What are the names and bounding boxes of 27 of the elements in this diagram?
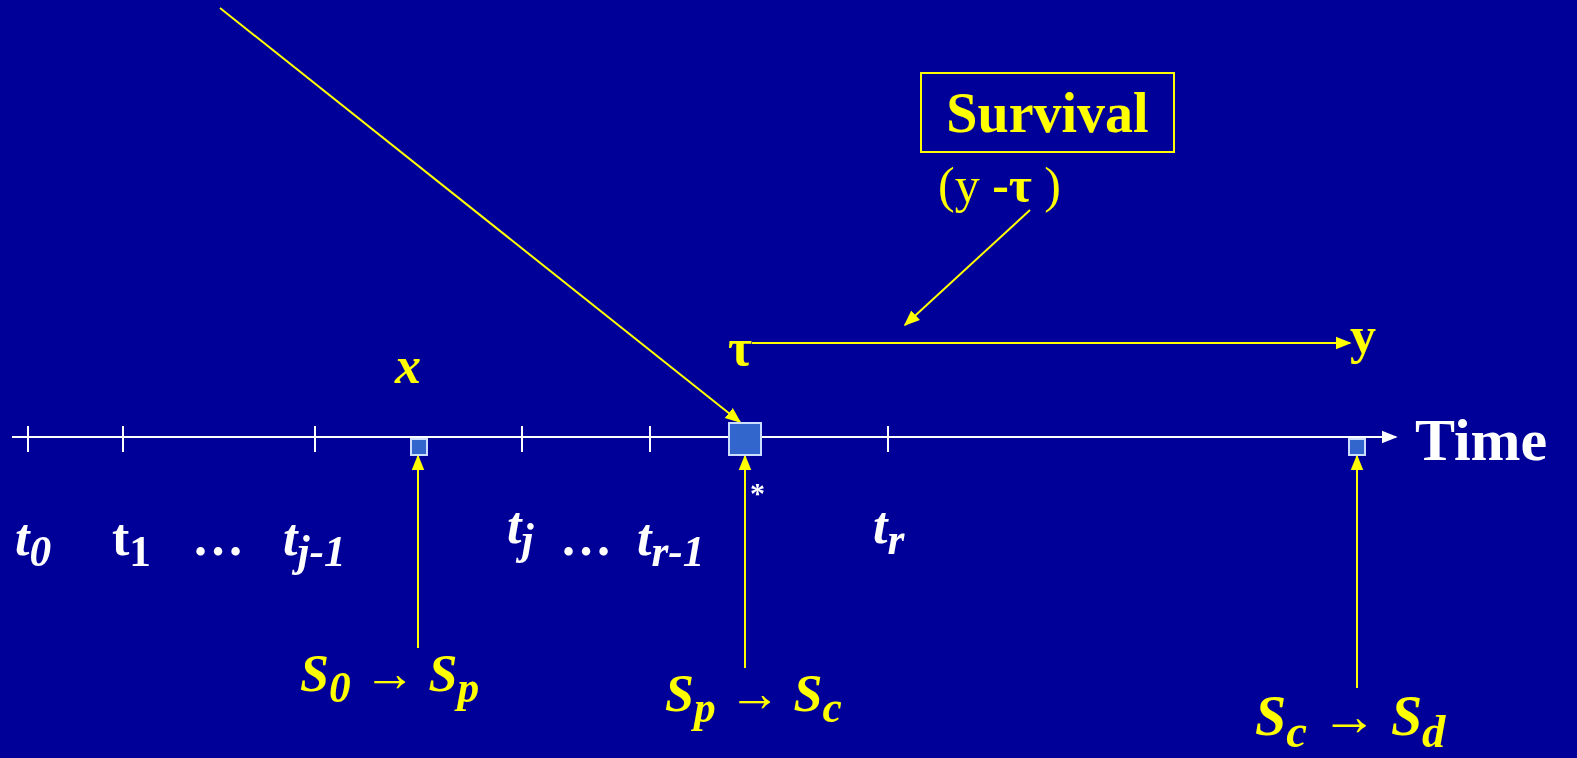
- tick-label: t$_{j-1}$: [283, 512, 346, 574]
- arrow: [219, 7, 742, 423]
- arrow: [750, 336, 1352, 350]
- variable-label: x: [395, 340, 421, 392]
- tick-label: t$_{1}$: [112, 512, 151, 574]
- tick-label: t$_{0}$: [15, 512, 52, 574]
- event-marker: [1348, 438, 1366, 456]
- state-transition: S$_{p}$ → S$_{c}$: [665, 668, 842, 730]
- end-symbol: y: [1350, 310, 1376, 362]
- arrow: [411, 454, 425, 649]
- event-marker: [410, 438, 428, 456]
- tau-symbol: τ: [728, 322, 752, 374]
- ellipsis: …: [192, 512, 244, 564]
- event-marker: [728, 422, 762, 456]
- tick-label: t$_{r}$: [873, 500, 905, 562]
- arrow: [903, 209, 1031, 327]
- title-text: Survival: [946, 84, 1149, 141]
- arrow: [1350, 454, 1364, 689]
- title-box: [920, 72, 1175, 153]
- axis-label: Time: [1415, 410, 1548, 470]
- state-transition: S$_{0}$ → S$_{p}$: [300, 648, 480, 710]
- arrow: [738, 454, 752, 669]
- tick-label: t$_{j}$: [507, 500, 534, 562]
- ellipsis: …: [560, 512, 612, 564]
- state-transition: S$_{c}$ → S$_{d}$: [1255, 688, 1446, 755]
- asterisk-mark: *: [750, 478, 765, 508]
- tick-label: t$_{r-1}$: [637, 512, 705, 574]
